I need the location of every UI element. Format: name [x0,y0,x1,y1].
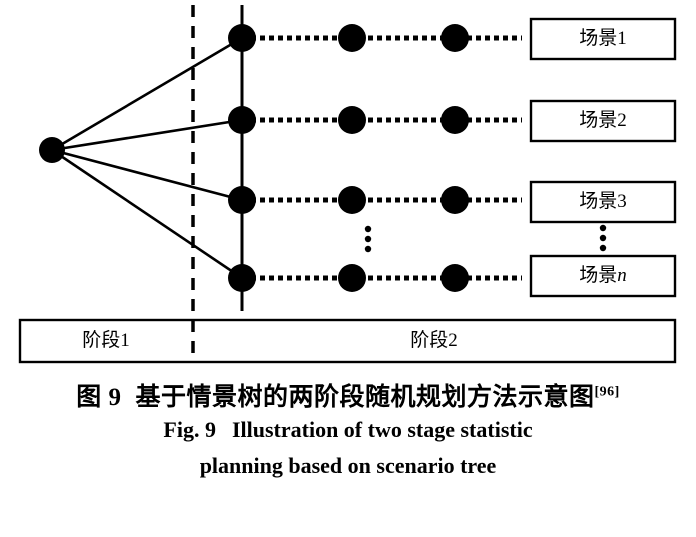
middle-vertical-ellipsis-icon [364,225,372,253]
node-row-1 [228,24,469,52]
caption-chinese: 图 9 基于情景树的两阶段随机规划方法示意图[96] [0,382,696,413]
scenario-paths [242,35,522,281]
stage-bar-border [18,318,677,364]
tree-node [228,24,256,52]
scenario-box-label: 场景n [579,264,627,286]
caption-reference-superscript: [96] [594,384,620,400]
node-row-2 [228,106,469,134]
tree-node [338,106,366,134]
stage-bar: 阶段1 阶段2 [18,318,677,364]
branch-edge-2 [51,118,243,152]
tree-node [441,186,469,214]
tree-node [338,264,366,292]
caption-english-line-2: planning based on scenario tree [199,453,497,479]
scenario-box-n: 场景n [529,254,677,298]
ellipsis-dot [599,224,607,232]
figure-caption: 图 9 基于情景树的两阶段随机规划方法示意图[96] Fig. 9 Illustra… [0,382,696,483]
scenario-box-3: 场景3 [529,180,677,224]
tree-node [441,24,469,52]
scenario-box-label: 场景2 [579,109,627,131]
ellipsis-dot [364,245,372,253]
caption-chinese-figure-number: 图 9 [76,384,122,411]
branch-edges [51,36,243,280]
node-row-n [228,264,469,292]
scenario-box-border [529,180,677,224]
ellipsis-dot [364,225,372,233]
scenario-box-border [529,99,677,143]
ellipsis-dot [599,234,607,242]
branch-edge-1 [51,36,243,152]
ellipsis-dot [599,244,607,252]
tree-node [441,106,469,134]
stage-2-label: 阶段2 [410,329,458,351]
tree-node [441,264,469,292]
scenario-box-label: 场景3 [579,190,627,212]
right-vertical-ellipsis-icon [599,224,607,252]
tree-node [228,186,256,214]
root-node [39,137,65,163]
branch-edge-4 [51,148,243,280]
tree-node [338,24,366,52]
scenario-box-label: 场景1 [579,27,627,49]
tree-node [338,186,366,214]
scenario-box-2: 场景2 [529,99,677,143]
tree-node [228,264,256,292]
scenario-box-1: 场景1 [529,17,677,61]
tree-node [228,106,256,134]
caption-english-text-1: Illustration of two stage statistic [231,417,533,443]
scenario-tree-diagram: 场景1 场景2 场景3 场景n 阶段1 [18,5,677,364]
caption-english-line-1: Fig. 9 Illustration of two stage statisti… [0,413,696,447]
branch-edge-3 [51,148,243,202]
ellipsis-dot [364,235,372,243]
caption-english-figure-number: Fig. 9 [163,417,216,443]
scenario-box-border [529,254,677,298]
stage-1-label: 阶段1 [82,329,130,351]
node-row-3 [228,186,469,214]
caption-chinese-text: 基于情景树的两阶段随机规划方法示意图 [135,384,595,411]
scenario-box-border [529,17,677,61]
